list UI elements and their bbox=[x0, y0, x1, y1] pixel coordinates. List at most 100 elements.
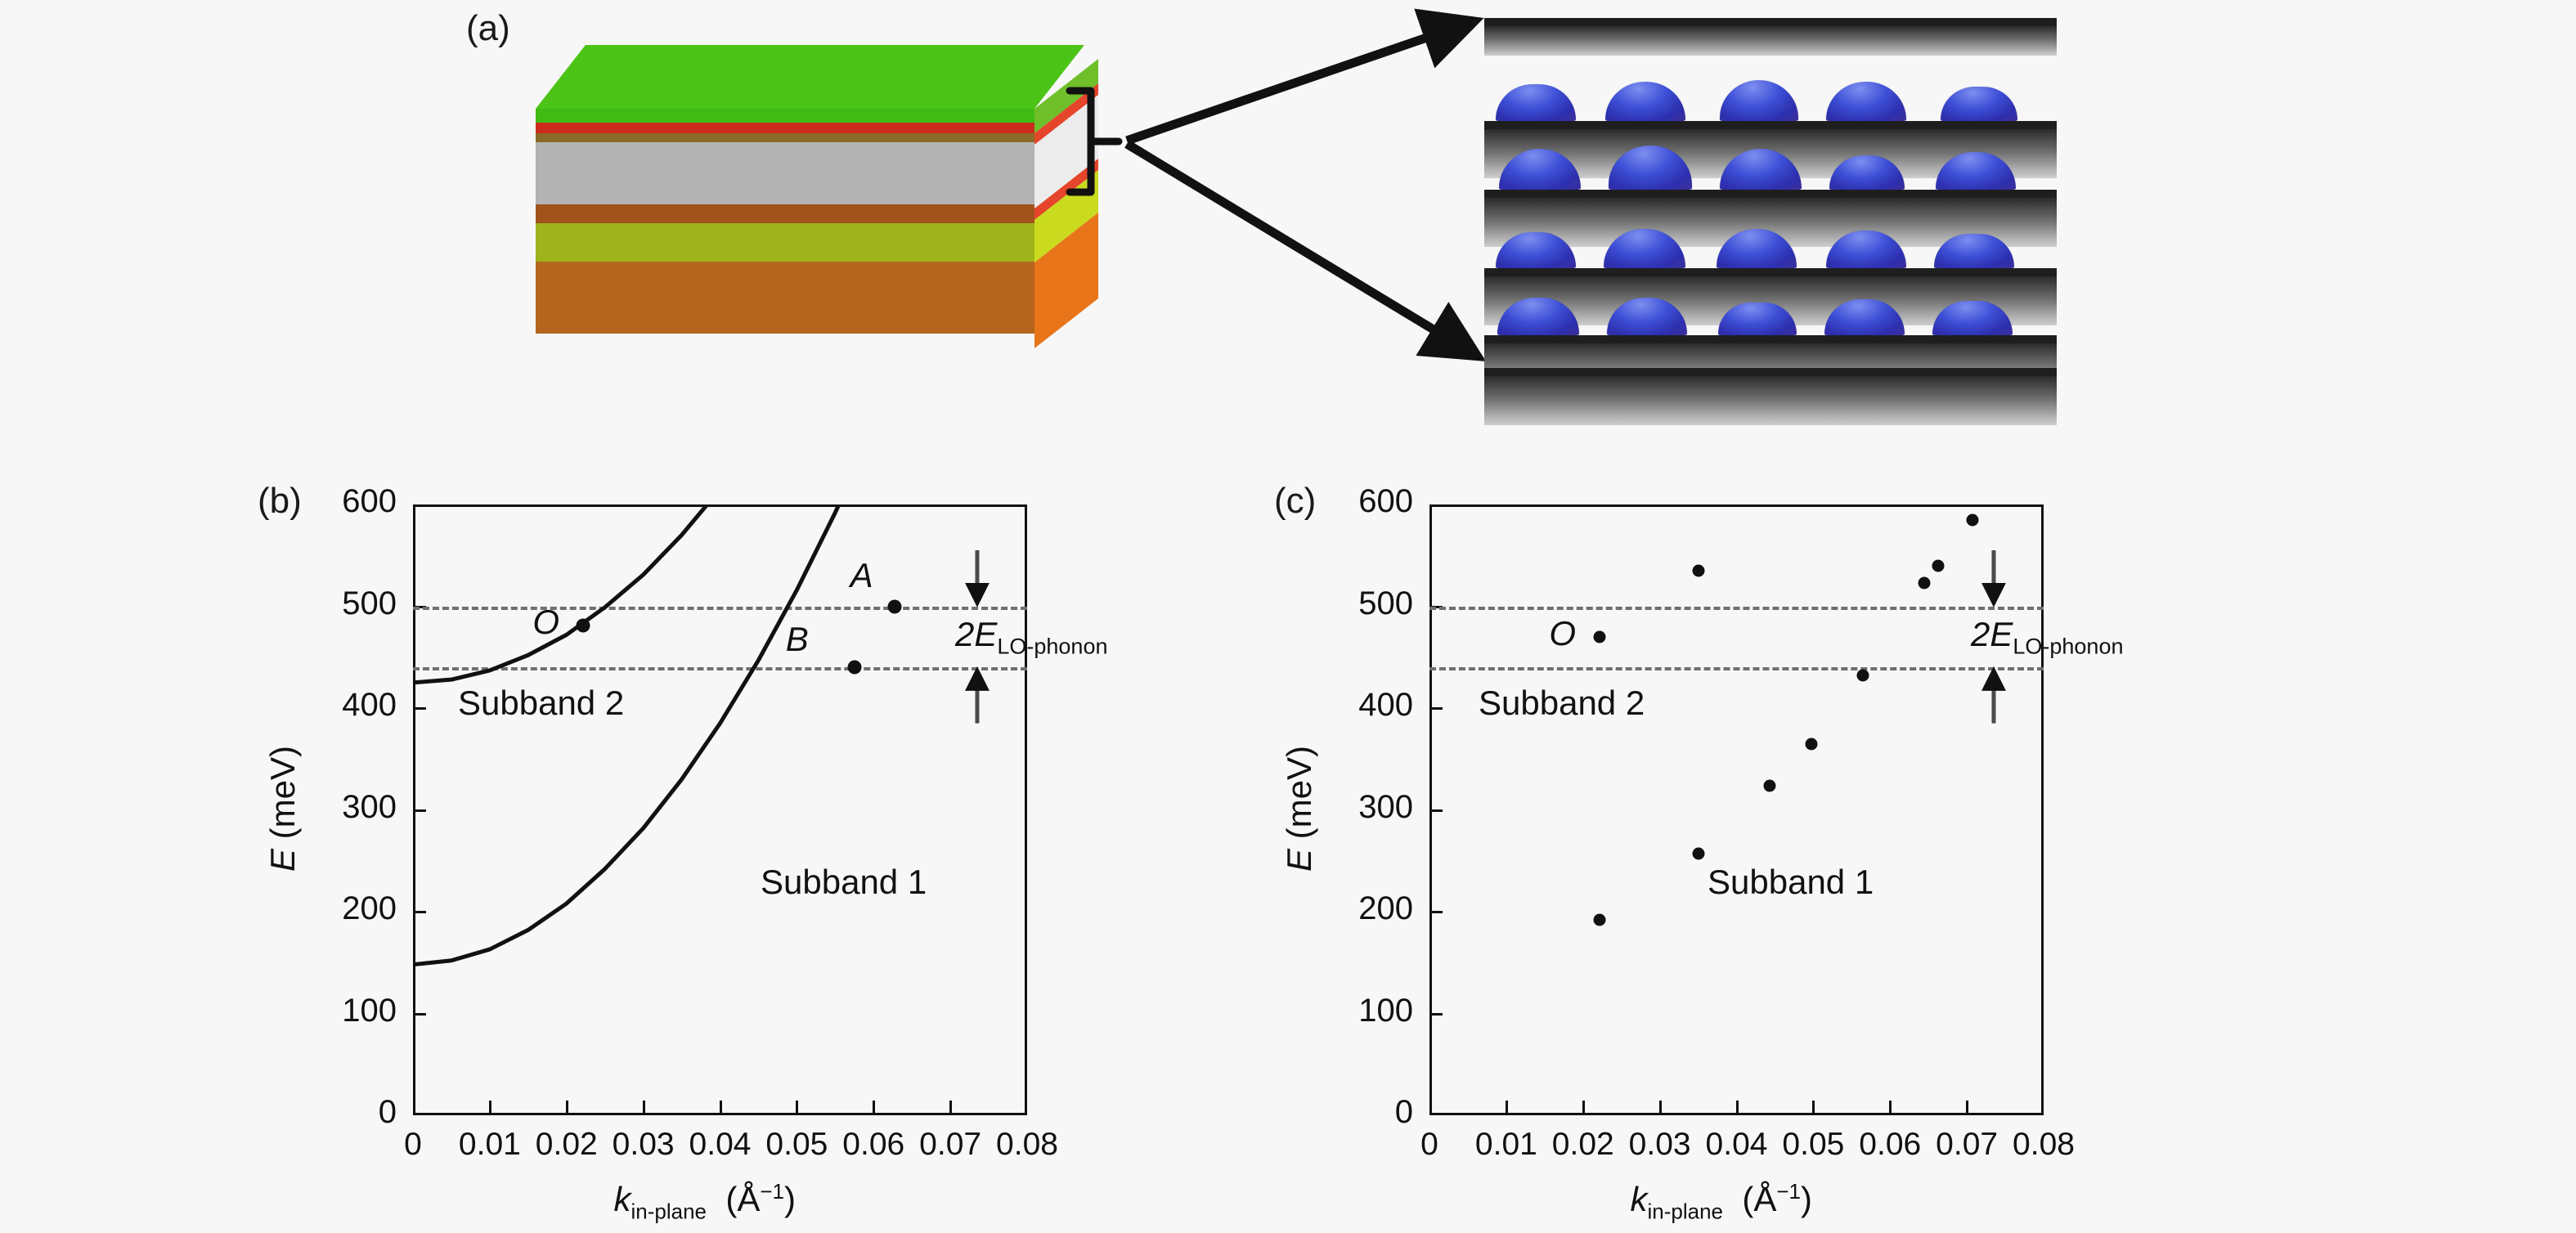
panel-b-y-tick-label: 400 bbox=[342, 687, 397, 723]
panel-c-x-axis-title: kin-plane (Å−1) bbox=[1630, 1179, 1813, 1224]
panel-c-dashed-line bbox=[1429, 606, 2044, 610]
layered-structure-diagram bbox=[536, 45, 1100, 348]
panel-c-data-point bbox=[1692, 564, 1705, 577]
qd-row bbox=[1484, 43, 2057, 121]
panel-c-data-point bbox=[1692, 847, 1705, 860]
panel-c-x-tick-label: 0.02 bbox=[1551, 1127, 1614, 1162]
panel-c-x-tick-label: 0.05 bbox=[1782, 1127, 1845, 1162]
panel-c-x-tick bbox=[1582, 1101, 1585, 1115]
panel-b-plot-area bbox=[413, 504, 1027, 1115]
panel-c-y-tick-label: 600 bbox=[1358, 483, 1413, 519]
panel-b-x-tick bbox=[719, 1101, 722, 1115]
qd-bottom-gradient bbox=[1484, 376, 2057, 425]
panel-c-subband1-label: Subband 1 bbox=[1708, 863, 1874, 901]
panel-b-y-tick bbox=[413, 809, 426, 812]
panel-c-plot-area bbox=[1429, 504, 2044, 1115]
panel-c-y-tick bbox=[1429, 809, 1443, 812]
quantum-dot bbox=[1720, 149, 1802, 190]
panel-b-dashed-line bbox=[413, 606, 1027, 610]
panel-b-x-tick-label: 0.06 bbox=[842, 1127, 905, 1162]
panel-c-subband2-label: Subband 2 bbox=[1479, 684, 1645, 722]
layer-active-gray bbox=[536, 142, 1034, 204]
panel-c-y-tick-label: 300 bbox=[1358, 788, 1413, 825]
callout-bracket bbox=[1066, 87, 1123, 196]
panel-c-data-point bbox=[1763, 779, 1776, 792]
quantum-dot bbox=[1824, 299, 1905, 335]
panel-c-x-tick bbox=[1505, 1101, 1508, 1115]
panel-b-subband1-label: Subband 1 bbox=[761, 863, 927, 901]
panel-c-data-point bbox=[1932, 559, 1945, 572]
panel-c-y-tick-label: 400 bbox=[1358, 687, 1413, 723]
panel-b-point-label-B: B bbox=[785, 620, 809, 659]
qd-bottom-barrier bbox=[1484, 368, 2057, 376]
panel-b-y-tick-label: 300 bbox=[342, 788, 397, 825]
qd-barrier bbox=[1484, 190, 2057, 198]
panel-b-y-tick-label: 200 bbox=[342, 890, 397, 926]
panel-c-data-point bbox=[1805, 738, 1818, 751]
quantum-dot bbox=[1936, 152, 2016, 190]
panel-b-lo-phonon-label: 2ELO-phonon bbox=[955, 615, 1108, 659]
stack-front-face bbox=[536, 109, 1034, 334]
panel-c-x-tick bbox=[1966, 1101, 1969, 1115]
layer-substrate bbox=[536, 262, 1034, 334]
panel-c-x-tick-label: 0.07 bbox=[1936, 1127, 1999, 1162]
quantum-dot bbox=[1829, 155, 1905, 190]
panel-b-x-tick-label: 0.05 bbox=[765, 1127, 828, 1162]
panel-b-x-tick-label: 0.02 bbox=[535, 1127, 598, 1162]
layer-thin-brown bbox=[536, 133, 1034, 142]
panel-b-x-tick bbox=[796, 1101, 799, 1115]
panel-c-x-tick bbox=[1812, 1101, 1815, 1115]
panel-c-point-label-O: O bbox=[1549, 613, 1577, 652]
panel-c-dashed-line bbox=[1429, 667, 2044, 671]
panel-b-x-axis-title: kin-plane (Å−1) bbox=[613, 1179, 797, 1224]
panel-c-x-tick-label: 0.03 bbox=[1628, 1127, 1691, 1162]
quantum-dot bbox=[1607, 298, 1687, 335]
panel-b-marker-A bbox=[887, 599, 902, 613]
layer-cap-green bbox=[536, 109, 1034, 123]
arrow-to-inset-bottom bbox=[1124, 140, 1487, 361]
qd-barrier bbox=[1484, 335, 2057, 343]
quantum-dot bbox=[1932, 301, 2013, 335]
panel-c-y-tick-label: 200 bbox=[1358, 890, 1413, 926]
panel-c-data-point bbox=[1966, 513, 1979, 527]
panel-c-letter: (c) bbox=[1274, 481, 1316, 522]
qd-barrier bbox=[1484, 268, 2057, 276]
panel-b-x-tick-label: 0 bbox=[404, 1127, 422, 1162]
panel-b-y-tick-label: 500 bbox=[342, 585, 397, 621]
arrow-to-inset-top bbox=[1125, 8, 1484, 146]
panel-c-y-tick bbox=[1429, 911, 1443, 913]
qd-barrier bbox=[1484, 121, 2057, 129]
quantum-dot bbox=[1718, 303, 1797, 335]
panel-b-point-label-A: A bbox=[850, 555, 873, 594]
panel-c-x-tick bbox=[1658, 1101, 1662, 1115]
panel-b-y-tick-label: 100 bbox=[342, 992, 397, 1029]
qd-top-gradient bbox=[1484, 26, 2057, 56]
qd-row bbox=[1484, 111, 2057, 190]
panel-c-data-point bbox=[1918, 576, 1931, 590]
panel-c-lo-phonon-label: 2ELO-phonon bbox=[1971, 615, 2124, 659]
panel-c-data-point bbox=[1593, 913, 1606, 926]
callout-arrows bbox=[1124, 8, 1487, 361]
panel-c-y-tick bbox=[1429, 1012, 1443, 1016]
panel-c-data-point bbox=[1593, 630, 1606, 643]
panel-b-x-tick-label: 0.07 bbox=[919, 1127, 982, 1162]
quantum-dot bbox=[1497, 298, 1579, 335]
quantum-dot bbox=[1609, 146, 1692, 190]
layer-barrier-brown bbox=[536, 204, 1034, 223]
stack-top-face bbox=[536, 45, 1084, 109]
panel-b-label: (b) bbox=[258, 481, 302, 521]
panel-b-x-tick-label: 0.04 bbox=[689, 1127, 752, 1162]
panel-b-dashed-line bbox=[413, 667, 1027, 671]
panel-b-x-tick bbox=[949, 1101, 953, 1115]
qd-row bbox=[1484, 190, 2057, 268]
panel-c-data-point bbox=[1856, 669, 1869, 682]
panel-b-x-tick bbox=[873, 1101, 876, 1115]
panel-b-subband2-label: Subband 2 bbox=[458, 684, 625, 722]
panel-b-marker-O bbox=[576, 618, 590, 633]
panel-c-x-tick-label: 0.08 bbox=[2013, 1127, 2075, 1162]
quantum-dot bbox=[1499, 149, 1581, 190]
panel-b-x-tick-label: 0.08 bbox=[996, 1127, 1058, 1162]
qd-row bbox=[1484, 257, 2057, 335]
layer-olive bbox=[536, 223, 1034, 262]
